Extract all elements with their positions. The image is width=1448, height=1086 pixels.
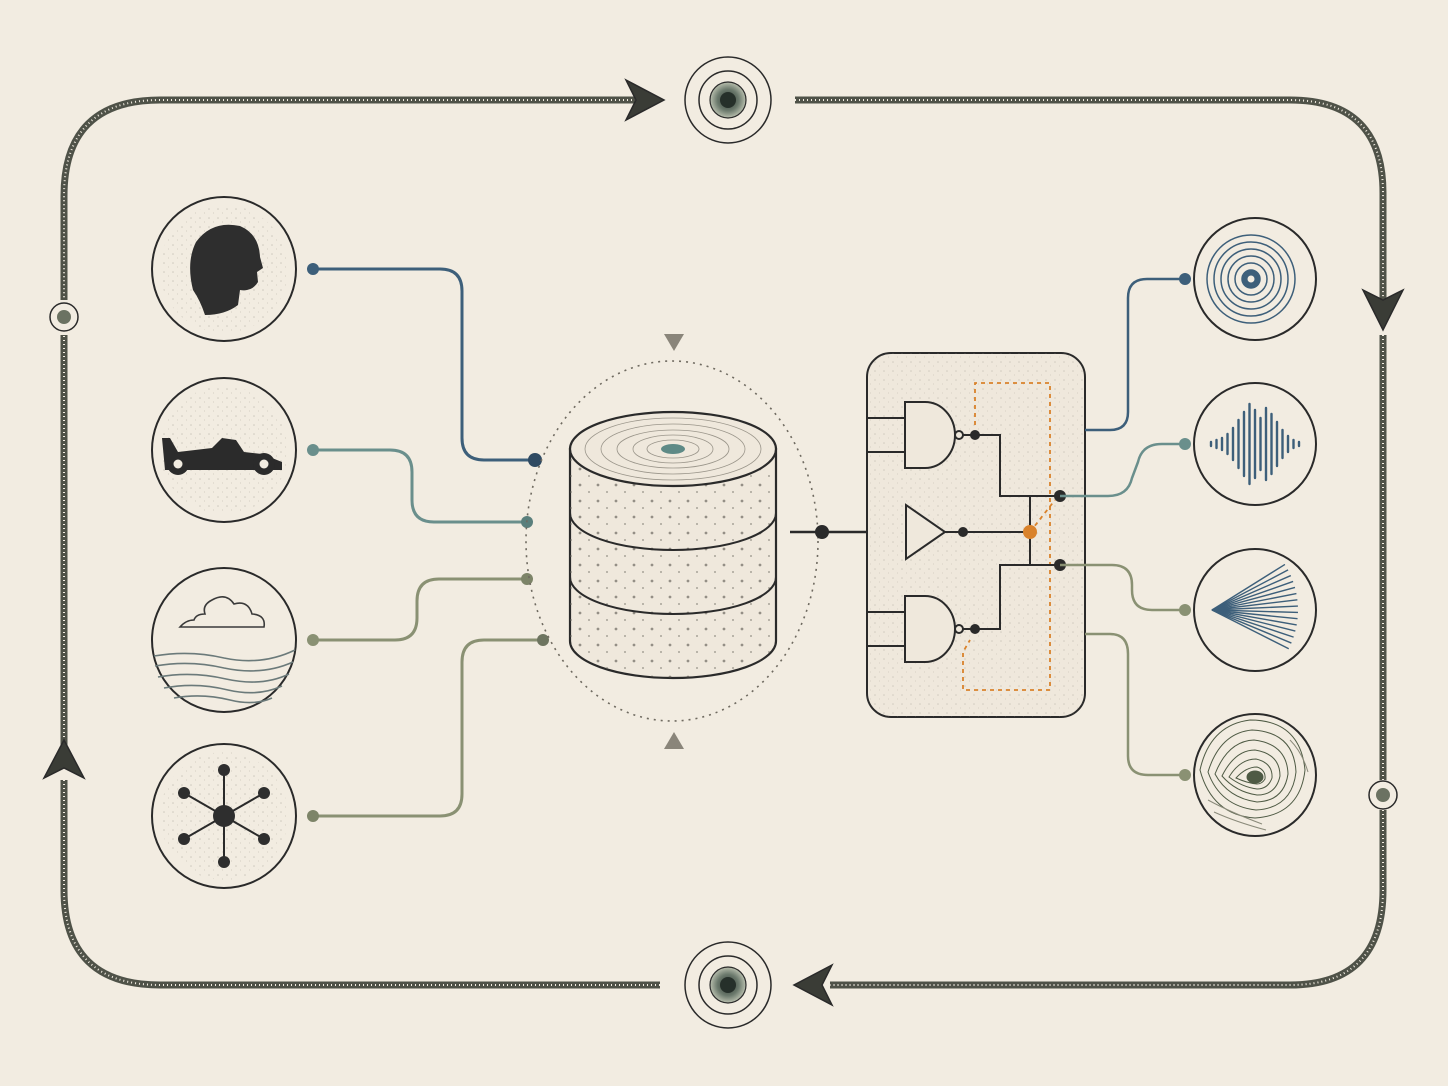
input-human-head	[151, 196, 297, 342]
arrow-left-icon	[792, 963, 834, 1007]
bottom-node	[684, 941, 772, 1029]
database-cylinder-icon	[568, 410, 778, 680]
loop-arrowheads	[42, 78, 1405, 1007]
output-connector-dots	[1179, 273, 1191, 781]
human-head-icon	[190, 224, 263, 315]
buffer-gate-icon	[905, 503, 947, 561]
connector-to-rings	[1085, 277, 1185, 432]
arrow-right-icon	[624, 78, 666, 122]
ray-fan-line	[1211, 599, 1298, 611]
arrow-down-icon	[1361, 288, 1405, 332]
connector-to-fan	[1060, 563, 1185, 612]
nand-gate-bottom-icon	[904, 595, 956, 663]
race-car-icon	[162, 438, 282, 475]
concentric-rings-icon	[1206, 234, 1296, 324]
top-node	[684, 56, 772, 144]
loop-bottom-right-segment	[830, 810, 1387, 989]
ray-fan-line	[1211, 586, 1296, 611]
ray-fan-line	[1211, 609, 1296, 632]
ray-fan-line	[1211, 574, 1292, 611]
ray-fan-line	[1211, 563, 1286, 611]
right-node	[1368, 780, 1398, 810]
contour-map-icon	[1199, 719, 1309, 831]
output-connectors	[1060, 277, 1185, 777]
ray-fan-line	[1211, 605, 1298, 611]
ray-fan-line	[1211, 609, 1292, 644]
logic-processor	[866, 352, 1086, 718]
ray-fan-line	[1211, 592, 1297, 611]
left-node	[49, 302, 79, 332]
input-connector-dots	[307, 263, 549, 822]
nand-gate-top-icon	[904, 401, 956, 469]
ray-fan-line	[1211, 609, 1298, 614]
connector-to-contour	[1085, 632, 1185, 777]
arrow-up-icon	[42, 738, 86, 780]
orbit-arrow-up-icon	[664, 732, 684, 749]
ray-fan-line	[1211, 609, 1294, 638]
orange-control-path	[962, 382, 1056, 691]
ray-fan-line	[1211, 609, 1298, 620]
connector-network-to-db	[313, 638, 543, 818]
input-network-graph	[151, 743, 297, 889]
sound-wave-icon	[1209, 402, 1301, 486]
ray-fan-line	[1211, 580, 1294, 611]
database-orbit	[525, 360, 819, 722]
output-concentric-rings	[1193, 217, 1317, 341]
ray-fan-line	[1211, 609, 1297, 626]
connector-head-to-db	[313, 267, 535, 462]
connector-to-wave	[1060, 442, 1185, 498]
connector-car-to-db	[313, 448, 527, 524]
cloud-over-sea-icon	[153, 596, 296, 704]
input-cloud-sea	[151, 567, 297, 713]
central-database	[525, 334, 819, 749]
output-ray-fan	[1193, 548, 1317, 672]
ray-fan-icon	[1211, 563, 1298, 650]
orbit-arrow-down-icon	[664, 334, 684, 351]
ray-fan-line	[1211, 609, 1290, 650]
output-contour-map	[1193, 713, 1317, 837]
output-sound-wave	[1193, 382, 1317, 506]
ray-fan-line	[1211, 569, 1289, 611]
loop-top-right-segment	[795, 96, 1387, 300]
input-race-car	[151, 377, 297, 523]
input-connectors	[313, 267, 543, 818]
network-graph-icon	[178, 764, 270, 868]
connector-cloud-to-db	[313, 577, 527, 642]
